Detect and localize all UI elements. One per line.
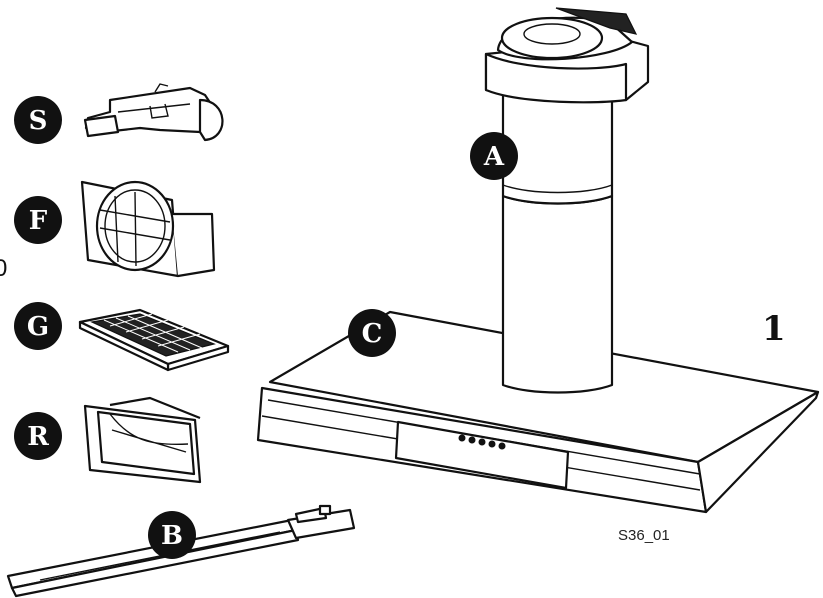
part-f-flange: [80, 180, 216, 278]
badge-f-label: F: [29, 206, 48, 236]
figure-number: 1: [762, 309, 786, 349]
badge-s: S: [14, 96, 62, 144]
badge-b-label: B: [161, 521, 183, 551]
badge-a-label: A: [483, 142, 505, 172]
part-r-adapter: [83, 396, 202, 484]
range-hood: [256, 7, 820, 514]
badge-r-label: R: [27, 422, 49, 452]
badge-g-label: G: [27, 312, 49, 342]
badge-f: F: [14, 196, 62, 244]
part-s-bracket: [83, 83, 224, 142]
badge-r: R: [14, 412, 62, 460]
badge-a: A: [470, 132, 518, 180]
badge-c: C: [348, 309, 396, 357]
control-buttons: [458, 434, 506, 450]
badge-g: G: [14, 302, 62, 350]
part-b-rail: [6, 504, 356, 598]
badge-c-label: C: [362, 319, 383, 349]
badge-b: B: [148, 511, 196, 559]
cut-off-digit: 0: [0, 255, 7, 282]
badge-s-label: S: [29, 106, 48, 136]
part-g-filter: [78, 308, 230, 372]
figure-code: S36_01: [618, 527, 670, 544]
